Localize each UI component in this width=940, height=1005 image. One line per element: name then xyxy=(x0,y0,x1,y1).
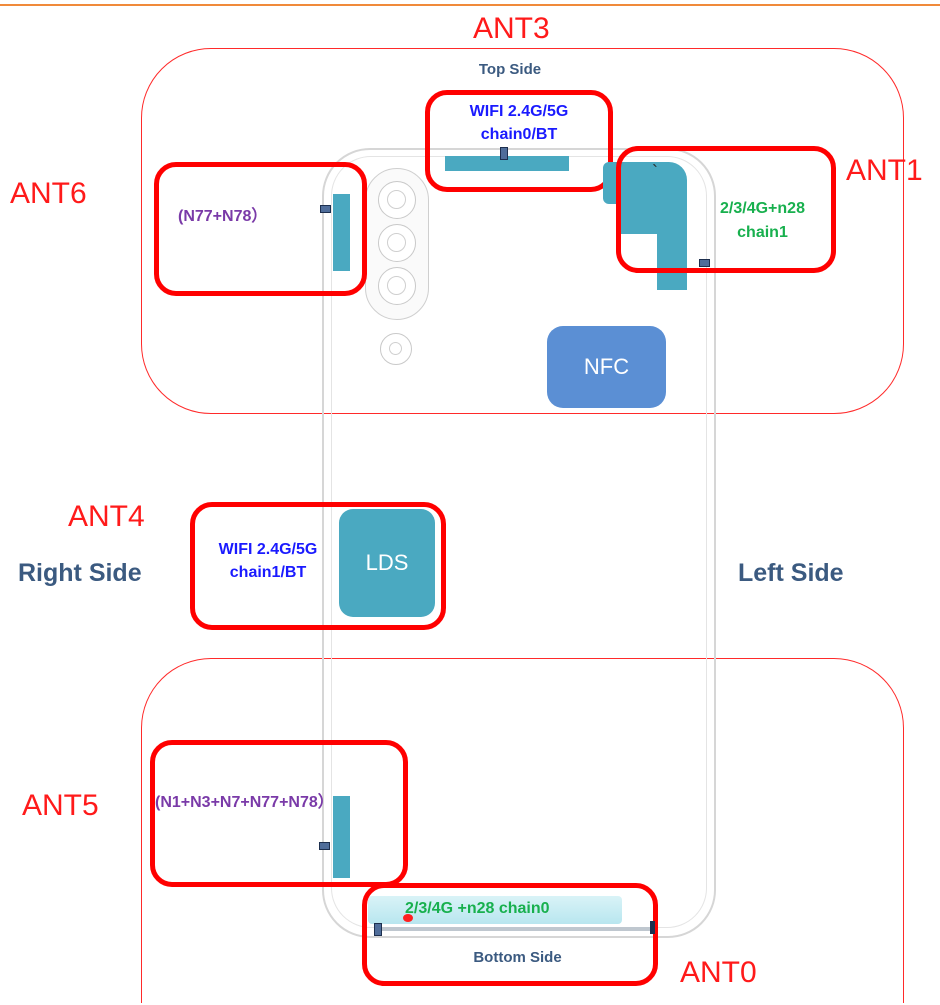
ant6-element xyxy=(333,194,350,271)
ant3-feed-point xyxy=(500,147,508,160)
ant1-band-line1: 2/3/4G+n28 xyxy=(720,200,805,217)
ant5-box xyxy=(150,740,408,887)
ant5-band: (N1+N3+N7+N77+N78） xyxy=(155,794,334,811)
ant0-red-dot xyxy=(403,914,413,922)
ant0-feed-point-left xyxy=(374,923,382,936)
top-antenna-zone xyxy=(141,48,904,414)
ant1-label: ANT1 xyxy=(846,154,923,187)
ant0-label: ANT0 xyxy=(680,956,757,989)
camera-lens-icon xyxy=(378,224,416,262)
phone-outline xyxy=(322,148,716,938)
ant3-box xyxy=(425,90,613,192)
camera-lens-icon xyxy=(378,181,416,219)
camera-module xyxy=(365,168,429,320)
ant5-element xyxy=(333,796,350,878)
ant1-band-line2: chain1 xyxy=(737,224,788,241)
flash-icon xyxy=(380,333,412,365)
ant3-band-line2: chain0/BT xyxy=(480,126,558,143)
ant6-feed-point xyxy=(320,205,331,213)
bottom-antenna-zone xyxy=(141,658,904,1003)
ant0-box xyxy=(362,883,658,986)
left-side-label: Left Side xyxy=(738,559,844,587)
right-side-label: Right Side xyxy=(18,559,142,587)
ant3-band-line1: WIFI 2.4G/5G xyxy=(469,103,569,120)
ant6-band: (N77+N78） xyxy=(178,208,268,225)
ant6-label: ANT6 xyxy=(10,177,87,210)
ant4-band-line1: WIFI 2.4G/5G xyxy=(218,541,318,558)
ant1-box xyxy=(616,146,836,273)
top-side-label: Top Side xyxy=(478,61,542,78)
ant3-element xyxy=(445,156,569,171)
ant6-box xyxy=(154,162,367,296)
ant0-element-edge xyxy=(376,927,652,931)
ant4-label: ANT4 xyxy=(68,500,145,533)
camera-lens-icon xyxy=(378,267,416,305)
ant1-mark: ` xyxy=(652,162,658,182)
ant4-band-line2: chain1/BT xyxy=(229,564,307,581)
nfc-block: NFC xyxy=(547,326,666,408)
nfc-label: NFC xyxy=(583,354,630,379)
ant0-band: 2/3/4G +n28 chain0 xyxy=(405,900,550,917)
lds-block: LDS xyxy=(339,509,435,617)
ant1-feed-point xyxy=(699,259,710,267)
ant4-box xyxy=(190,502,446,630)
bottom-side-label: Bottom Side xyxy=(473,949,562,966)
ant5-label: ANT5 xyxy=(22,789,99,822)
ant5-feed-point xyxy=(319,842,330,850)
lds-label: LDS xyxy=(365,550,409,575)
ant1-element-stem xyxy=(657,220,687,290)
header-divider xyxy=(0,4,940,6)
ant0-feed-point-right xyxy=(650,921,655,934)
ant3-label: ANT3 xyxy=(473,12,550,45)
